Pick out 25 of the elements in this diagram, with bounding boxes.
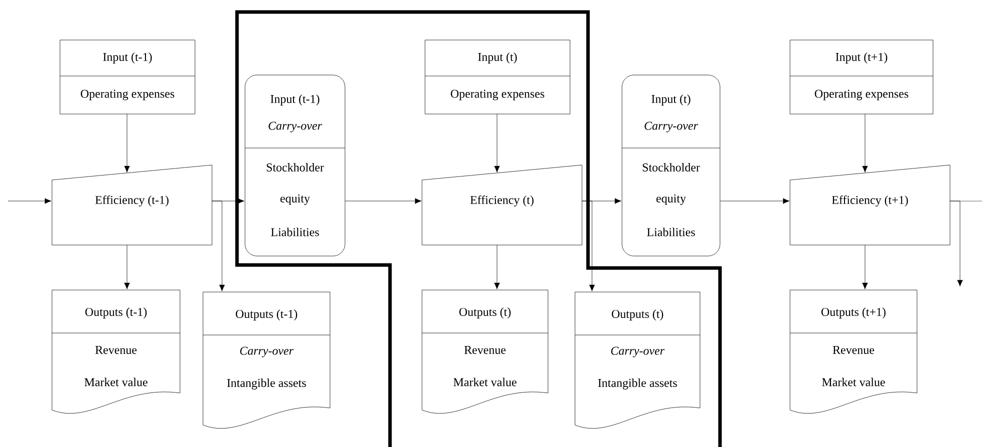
arrow <box>124 244 130 290</box>
efficiency-box: Efficiency (t-1) <box>52 164 212 246</box>
arrow <box>494 244 500 290</box>
document-box: Outputs (t-1) Carry-over Intangible assets <box>202 292 330 429</box>
document-box: Outputs (t-1) Revenue Market value <box>52 290 180 414</box>
arrow <box>212 198 244 204</box>
efficiency-box: Efficiency (t+1) <box>790 164 950 246</box>
arrow <box>720 198 790 204</box>
carry-over-box: Input (t) Carry-over Stockholder equity Liabilities <box>622 74 720 256</box>
document-box: Outputs (t) Carry-over Intangible assets <box>574 292 700 429</box>
input-box: Input (t) Operating expenses <box>424 40 570 114</box>
input-box: Input (t+1) Operating expenses <box>790 40 934 114</box>
arrow <box>950 200 963 286</box>
arrow <box>345 198 422 204</box>
efficiency-box: Efficiency (t) <box>422 164 582 246</box>
arrow <box>862 114 868 172</box>
arrow <box>8 198 52 204</box>
arrow <box>862 244 868 290</box>
arrow <box>494 114 500 172</box>
document-box: Outputs (t+1) Revenue Market value <box>790 290 918 414</box>
arrow <box>582 198 622 204</box>
input-box: Input (t-1) Operating expenses <box>60 40 196 114</box>
arrow <box>124 114 130 172</box>
document-box: Outputs (t) Revenue Market value <box>422 290 548 414</box>
carry-over-box: Input (t-1) Carry-over Stockholder equity Liabilities <box>244 74 346 256</box>
